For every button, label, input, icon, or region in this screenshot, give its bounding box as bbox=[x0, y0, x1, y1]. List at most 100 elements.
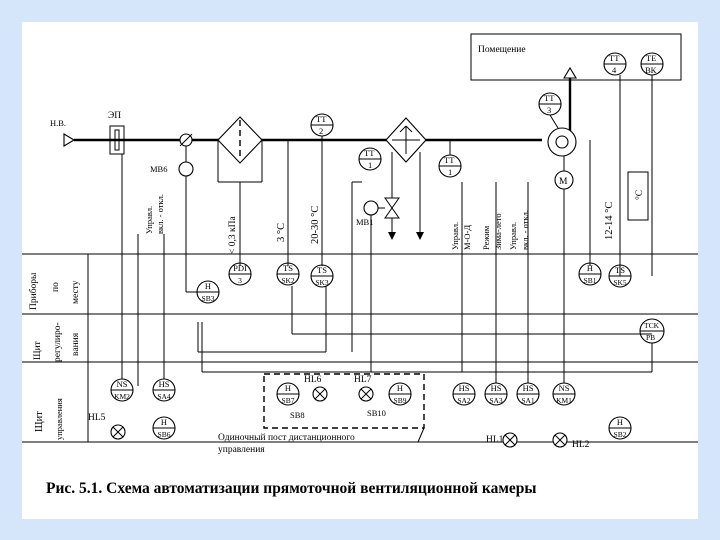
control-device-h-sb2-bot: SB2 bbox=[614, 430, 627, 439]
lamp-hl6-label: HL6 bbox=[304, 375, 322, 385]
exhaust-arrow bbox=[563, 66, 577, 79]
field-device-ts-sk2: TS SK2 bbox=[276, 262, 300, 286]
sensor-te-top: ТЕ bbox=[646, 53, 656, 63]
sensor-tt3: ТТ 3 bbox=[538, 92, 562, 116]
sensor-tt4-bot: 4 bbox=[612, 65, 617, 75]
inlet-label: Н.В. bbox=[50, 118, 66, 128]
control-device-hs-sa4-bot: SA4 bbox=[157, 392, 171, 401]
svg-text:Щит: Щит bbox=[33, 340, 43, 360]
control-device-h-sb7-bot: SB7 bbox=[282, 396, 295, 405]
field-device-ts-sk3-bot: SK3 bbox=[315, 278, 329, 287]
lamp-hl1: HL1 bbox=[486, 432, 518, 448]
control-device-hs-sa2: HS SA2 bbox=[452, 382, 476, 406]
control-device-hs-sa1-top: HS bbox=[523, 383, 534, 393]
svg-text:1: 1 bbox=[448, 167, 452, 177]
regulator-tck-pb: TCK РВ bbox=[639, 318, 665, 344]
damper-label: ЭП bbox=[108, 111, 121, 121]
control-device-hs-sa3-bot: SA3 bbox=[489, 396, 503, 405]
label-upr-3: Управл. bbox=[508, 222, 518, 250]
control-device-ns-km2-top: NS bbox=[117, 379, 128, 389]
field-device-ts-sk2-top: TS bbox=[283, 263, 293, 273]
label-vkl-1: вкл. - откл. bbox=[155, 194, 165, 234]
control-device-ns-km2: NS KM2 bbox=[110, 378, 134, 402]
field-device-pdi3-bot: 3 bbox=[238, 276, 242, 285]
field-device-ts-sk5-bot: SK5 bbox=[613, 278, 627, 287]
signal-lines bbox=[121, 75, 653, 392]
room-label: Помещение bbox=[478, 45, 526, 55]
svg-text:ТТ: ТТ bbox=[544, 93, 555, 103]
svg-text:регулиро-: регулиро- bbox=[53, 322, 63, 362]
control-device-hs-sa2-bot: SA2 bbox=[457, 396, 471, 405]
control-device-hs-sa4: HS SA4 bbox=[152, 378, 176, 402]
control-device-h-sb6-bot: SB6 bbox=[158, 430, 171, 439]
lamp-hl5-label: HL5 bbox=[88, 413, 106, 423]
sb10-label: SB10 bbox=[367, 408, 386, 418]
remote-post-line2: управления bbox=[218, 445, 265, 455]
field-device-ts-sk2-bot: SK2 bbox=[281, 276, 295, 285]
svg-text:Приборы: Приборы bbox=[28, 272, 39, 310]
sensor-tt1-water: ТТ 1 bbox=[358, 147, 382, 171]
svg-text:ТТ: ТТ bbox=[444, 155, 455, 165]
svg-text:по: по bbox=[51, 282, 61, 292]
field-device-h-sb1: Н SB1 bbox=[578, 262, 602, 286]
mb1-label: МВ1 bbox=[356, 217, 373, 227]
lamp-hl5: HL5 bbox=[88, 413, 126, 440]
control-device-hs-sa3-top: HS bbox=[491, 383, 502, 393]
label-oc: °С bbox=[634, 190, 645, 200]
svg-text:ТТ: ТТ bbox=[364, 148, 375, 158]
svg-text:2: 2 bbox=[319, 126, 323, 136]
svg-text:3: 3 bbox=[547, 105, 551, 115]
mb6-label: МВ6 bbox=[150, 164, 167, 174]
actuator-mb6 bbox=[178, 161, 194, 177]
label-20-30c: 20-30 °С bbox=[310, 206, 321, 244]
label-3c: 3 °С bbox=[276, 223, 287, 242]
svg-text:РВ: РВ bbox=[646, 333, 655, 342]
water-valve bbox=[384, 207, 400, 219]
label-dp: < 0,3 кПа bbox=[228, 216, 238, 254]
field-device-h-sb1-top: Н bbox=[587, 263, 593, 273]
diagram-canvas: Помещение ТТ 4 ТЕ ВК Н.В. ЭП bbox=[22, 33, 698, 455]
label-upr-m1: Управл. bbox=[450, 222, 460, 250]
control-device-h-sb2-top: Н bbox=[617, 417, 623, 427]
sensor-tt4-top: ТТ bbox=[609, 53, 620, 63]
field-device-h-sb3-top: Н bbox=[205, 281, 211, 291]
field-device-pdi3: PDI 3 bbox=[228, 262, 252, 286]
field-device-h-sb3: Н SB3 bbox=[196, 280, 220, 304]
svg-text:Щит: Щит bbox=[34, 411, 45, 432]
sensor-tt2: ТТ 2 bbox=[310, 113, 334, 137]
actuator-mb1 bbox=[363, 200, 379, 216]
control-devices: NSKM2HSSA4НSB6НSB7НSB9HSSA2HSSA3HSSA1NSK… bbox=[110, 378, 632, 440]
control-device-ns-km2-bot: KM2 bbox=[114, 392, 130, 401]
lamp-hl2-label: HL2 bbox=[572, 440, 590, 450]
control-device-hs-sa2-top: HS bbox=[459, 383, 470, 393]
label-upr-m2: М-О-Д bbox=[462, 225, 472, 250]
label-rezhim-1: Режим bbox=[481, 225, 491, 250]
field-device-pdi3-top: PDI bbox=[233, 263, 247, 273]
field-device-h-sb3-bot: SB3 bbox=[202, 294, 215, 303]
room-box bbox=[470, 33, 682, 81]
control-device-h-sb2: Н SB2 bbox=[608, 416, 632, 440]
control-device-hs-sa1: HS SA1 bbox=[516, 382, 540, 406]
control-device-h-sb9-bot: SB9 bbox=[394, 396, 407, 405]
label-upr-1: Управл. bbox=[144, 206, 154, 234]
remote-post-box bbox=[263, 373, 425, 429]
label-12-14c: 12-14 °С bbox=[604, 202, 615, 240]
damper-ep bbox=[109, 125, 125, 155]
lamp-hl7: HL7 bbox=[354, 375, 374, 402]
figure-caption: Рис. 5.1. Схема автоматизации прямоточно… bbox=[46, 480, 537, 497]
control-device-hs-sa1-bot: SA1 bbox=[521, 396, 535, 405]
label-rezhim-2: Зима-лето bbox=[493, 213, 503, 250]
control-device-hs-sa4-top: HS bbox=[159, 379, 170, 389]
sensor-tt1-after-heater: ТТ 1 bbox=[438, 154, 462, 178]
lamp-hl6: HL6 bbox=[304, 375, 328, 402]
svg-text:TCK: TCK bbox=[644, 321, 660, 330]
lamp-hl2: HL2 bbox=[552, 432, 590, 450]
field-device-h-sb1-bot: SB1 bbox=[584, 276, 597, 285]
automation-diagram: Помещение ТТ 4 ТЕ ВК Н.В. ЭП bbox=[22, 22, 698, 519]
svg-text:месту: месту bbox=[71, 280, 81, 304]
field-device-ts-sk3-top: TS bbox=[317, 265, 327, 275]
row-label-shchit-reg: Щит регулиро- вания bbox=[33, 322, 81, 362]
